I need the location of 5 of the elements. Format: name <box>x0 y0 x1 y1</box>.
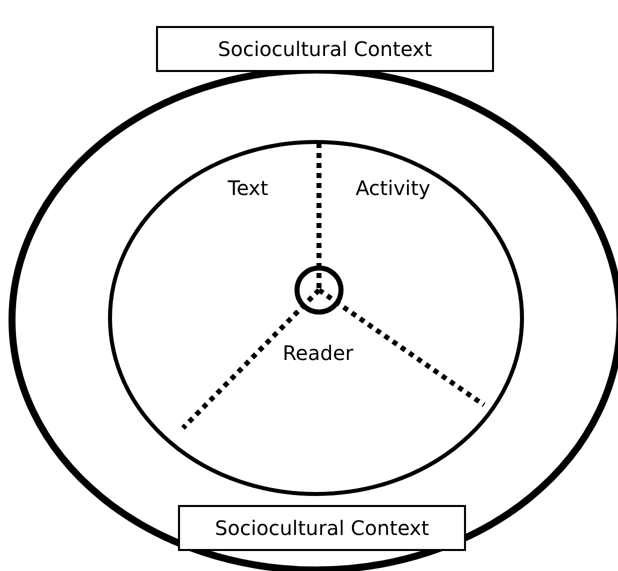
context-box: Sociocultural Context <box>178 505 466 551</box>
region-label: Reader <box>282 341 354 365</box>
region-label: Activity <box>356 176 430 200</box>
context-box: Sociocultural Context <box>156 26 494 72</box>
region-label: Text <box>228 176 268 200</box>
